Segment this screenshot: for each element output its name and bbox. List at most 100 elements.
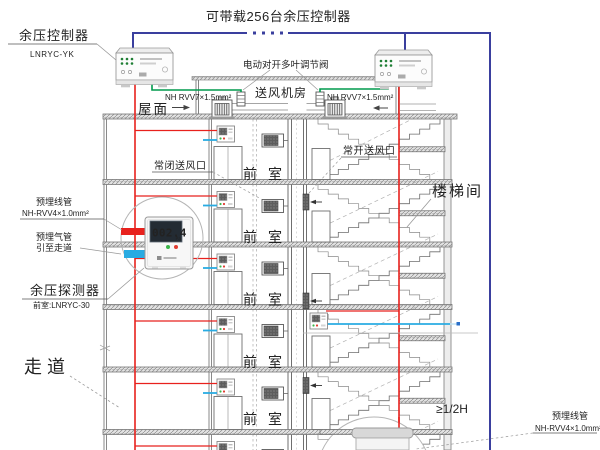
stair-flight [317, 119, 440, 180]
air-tube-note-title: 预埋气管 [36, 231, 72, 242]
ce-mark [161, 66, 168, 73]
stair-landing-slab [398, 272, 446, 279]
stair-handrail [323, 119, 414, 164]
power-wire-thick [121, 228, 146, 235]
stair-landing-slab [398, 335, 446, 342]
stairwell-door [311, 210, 331, 243]
anteroom-pressure-detector [216, 125, 235, 143]
floor-units [135, 125, 322, 450]
no-supply-grille [302, 292, 322, 310]
floor-slab [102, 304, 453, 310]
red-led [174, 245, 178, 249]
conduit-note-right-title: 预埋线管 [552, 410, 588, 421]
status-led-grid [120, 57, 134, 65]
stair-landing-slab [398, 146, 446, 153]
cable-spec-right: NH RVV7×1.5mm² [327, 93, 394, 102]
signal-bus-wire [288, 32, 491, 450]
pressure-controller-right [374, 49, 433, 90]
roof-slab [102, 113, 458, 120]
status-led-grid [379, 59, 393, 67]
anteroom-pressure-detector [216, 316, 235, 333]
detail-device-top [351, 427, 414, 439]
floor-slab [102, 366, 453, 373]
lcd-screen [149, 220, 183, 243]
doors [213, 146, 331, 430]
floor-slab [102, 241, 453, 248]
detector-model: 前室:LNRYC-30 [33, 300, 90, 310]
anteroom-pressure-detector [216, 191, 235, 208]
ce-mark [420, 68, 427, 75]
supply-fan-left [209, 96, 235, 119]
stair-handrail [323, 358, 439, 414]
no-supply-grille [302, 193, 322, 211]
elevator-door [213, 396, 243, 430]
supply-fan-right [322, 96, 348, 119]
airflow-arrow [310, 298, 316, 304]
roof-label: 屋面 [138, 102, 169, 117]
airflow-arrow [310, 199, 316, 205]
stairwell-door [311, 398, 331, 430]
lcd-unit: Pa [176, 236, 182, 242]
elevator-door [213, 333, 243, 368]
airflow-arrow [310, 383, 316, 388]
air-tube-thick [124, 250, 147, 258]
controller-model: LNRYC-YK [30, 50, 74, 59]
brand-plate [139, 72, 147, 77]
wiring [132, 31, 491, 450]
air-tube-tip [456, 322, 460, 326]
outside-air-duct [400, 103, 436, 111]
supply-duct-lines [232, 103, 325, 111]
anteroom-pressure-detector [216, 378, 235, 396]
nc-supply-vent [261, 199, 288, 213]
anteroom-label-f3: 前室 [243, 292, 293, 308]
conduit-note-title: 预埋线管 [36, 196, 72, 207]
anteroom-detector-detail-bubble: 002.4 Pa [120, 196, 204, 280]
anteroom-pressure-detector [216, 253, 235, 271]
fan-room-left-wall [195, 80, 199, 114]
fan-room-label: 送风机房 [255, 85, 307, 100]
stairwell-label: 楼梯间 [432, 183, 483, 200]
green-led [166, 245, 170, 249]
stair-flight [317, 372, 440, 430]
nc-vent-label: 常闭送风口 [154, 159, 207, 172]
anteroom-label-f2: 前室 [243, 229, 293, 245]
conduit-note-right-spec: NH-RVV4×1.0mm² [535, 424, 600, 433]
damper-label: 电动对开多叶调节阀 [243, 59, 329, 71]
roof-fan-room [102, 76, 458, 120]
fan-room-roof [191, 76, 404, 81]
stairwell-door [311, 335, 331, 368]
bus-continuation-dots [253, 31, 283, 35]
corridor-label: 走道 [24, 357, 70, 377]
half-height-note: ≥1/2H [436, 402, 468, 416]
stair-handrail [323, 233, 439, 289]
stair-landing-slab [398, 210, 446, 217]
anteroom-label-f1: 前室 [243, 166, 293, 182]
stairwell-door [311, 273, 331, 305]
lcd-pressure-value: 002.4 [152, 227, 187, 240]
anteroom-pressure-detector [216, 441, 235, 450]
damper-control-wire-left [151, 84, 242, 92]
air-tube-note-dest: 引至走道 [36, 242, 72, 253]
stairwell-detector-detail-bubble [319, 416, 453, 450]
airflow-arrow-left [172, 104, 190, 111]
elevator-door [213, 271, 243, 305]
stair-handrail [323, 171, 439, 227]
stair-flight [317, 309, 440, 368]
diagram-title: 可带载256台余压控制器 [206, 9, 351, 24]
brand-plate [398, 74, 406, 79]
floor-slab [102, 179, 453, 185]
controller-label: 余压控制器 [19, 28, 89, 43]
nc-supply-vent [261, 261, 288, 276]
detail-device-body [355, 437, 410, 450]
stair-flight [317, 184, 440, 243]
building-walls [99, 114, 452, 450]
annotations: 可带载256台余压控制器 余压控制器 LNRYC-YK 电动对开多叶调节阀 送风… [8, 9, 600, 450]
elevator-door [213, 208, 243, 243]
anteroom-label-f5: 前室 [243, 411, 293, 427]
pressure-detector-face: 002.4 Pa [144, 216, 194, 270]
nc-supply-vent [261, 133, 288, 148]
anteroom-label-f4: 前室 [243, 354, 293, 370]
signal-bus-wire [132, 32, 247, 53]
